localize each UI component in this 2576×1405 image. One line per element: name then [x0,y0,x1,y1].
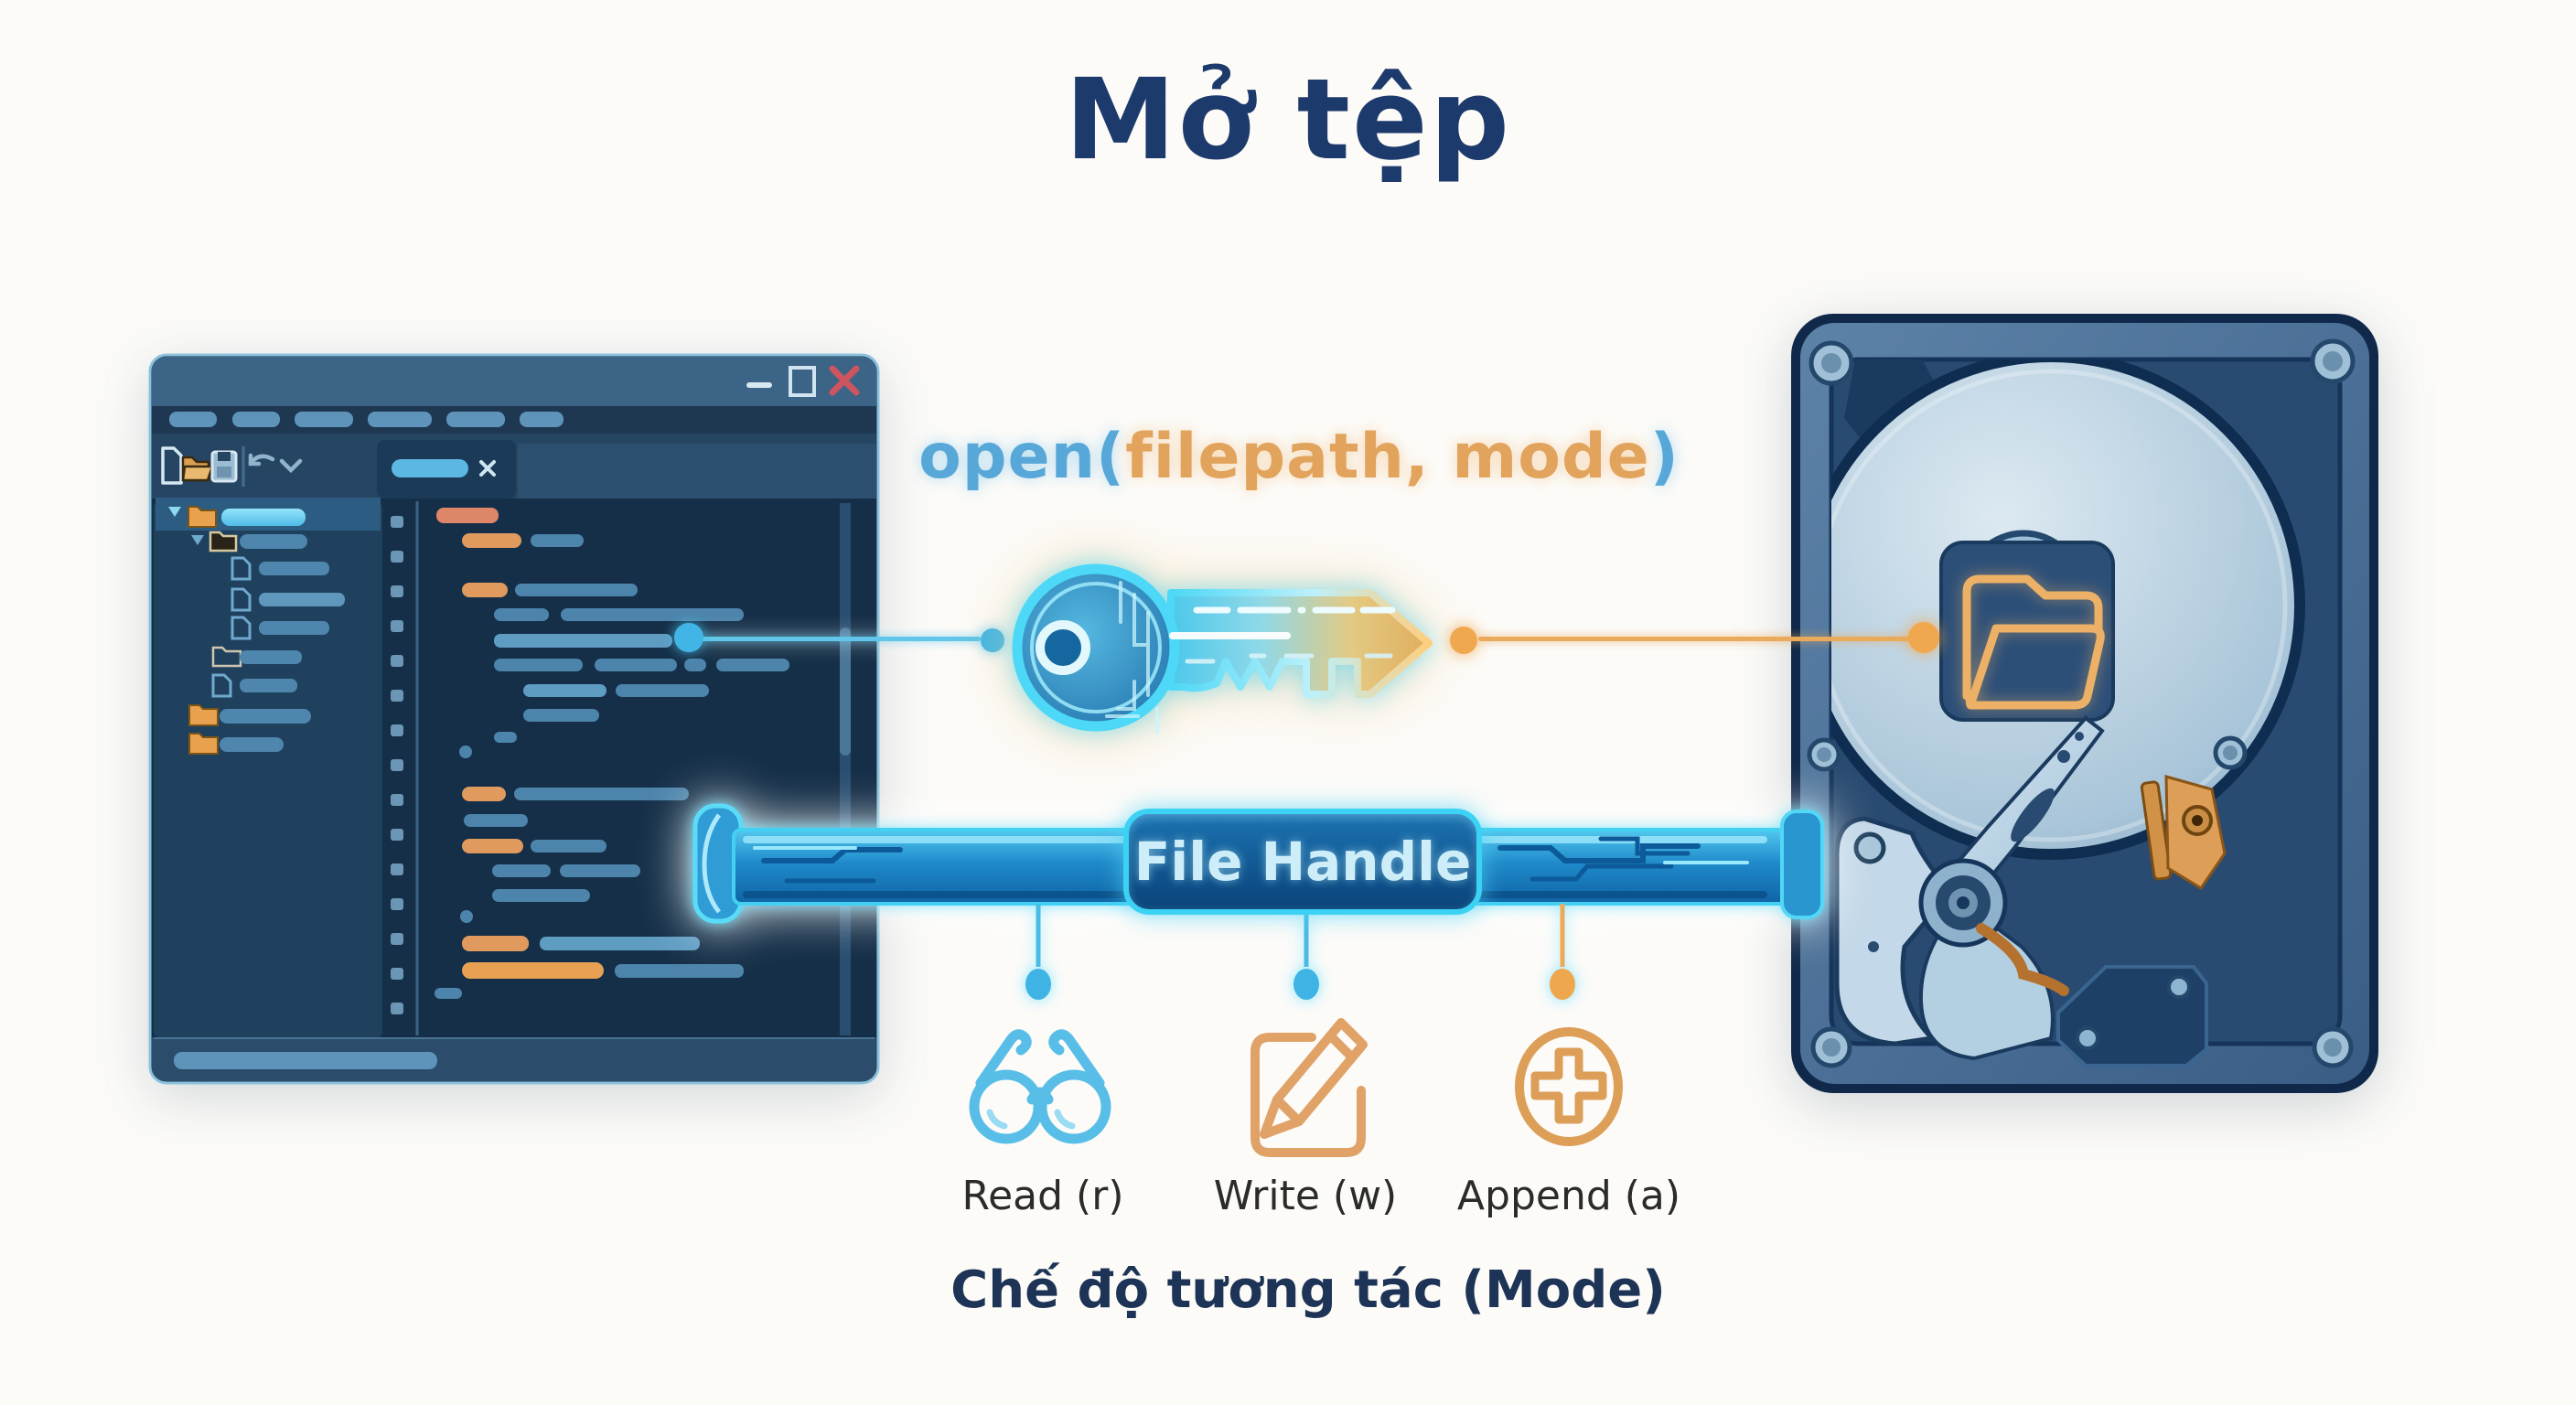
file-handle-text: File Handle [1133,831,1472,893]
chevron-down-icon [191,535,204,545]
tree-row [231,587,345,612]
screws [1807,338,2356,1068]
undo-icon [248,453,275,467]
glasses-icon [969,1029,1111,1144]
maximize-icon [789,366,816,397]
mode-label-append: Append (a) [1456,1173,1681,1219]
hard-disk-drive [1791,314,2378,1093]
folder-icon [188,733,219,755]
write-connector-dot [1293,969,1319,1000]
key-shaft-dashes-lower [1185,653,1393,664]
code-lines [435,508,789,999]
head-latch [2140,775,2227,891]
file-icon [231,587,252,612]
flex-cable [1976,923,2069,996]
hdd-hex-plate [2056,965,2208,1067]
file-handle-label: File Handle [1123,809,1482,915]
mode-caption: Chế độ tương tác (Mode) [950,1260,1666,1320]
editor-to-key-line [701,637,981,641]
tab-close-icon [479,460,496,477]
tab-strip [518,444,876,499]
tree-row-selected [156,498,381,531]
disk-endpoint-dot [1908,622,1939,653]
line-number-gutter [391,516,403,1014]
minimize-icon [746,382,772,388]
close-icon [829,365,860,396]
tree-row [211,673,297,698]
tree-row [191,531,307,552]
open-arguments: filepath, mode [1125,421,1650,493]
key-left-dot [981,628,1004,652]
tree-row [231,556,329,581]
editor-tab [377,440,516,499]
close-paren: ) [1649,421,1680,493]
tree-row [188,733,284,755]
menu-bar [152,406,876,434]
status-bar [152,1037,876,1081]
file-icon [231,616,252,640]
open-call-text: open(filepath, mode) [906,421,1692,493]
append-connector-dot [1550,969,1575,1000]
open-folder-icon [181,456,214,482]
plus-circle-icon [1515,1027,1623,1146]
mode-connectors [1025,904,1575,1000]
keyhole [1036,620,1090,675]
toolbar [152,434,876,499]
pencil-square-icon [1250,1018,1368,1157]
key-circuit-lines [1105,581,1159,735]
page-title: Mở tệp [1064,55,1512,185]
key-to-disk-line [1478,637,1919,641]
pipe-collar [1780,810,1824,919]
stored-file-tile [1939,541,2115,722]
file-icon [211,673,232,698]
folder-icon [188,506,217,528]
open-folder-icon [209,531,238,552]
editor-endpoint-dot [674,623,703,652]
actuator-arm [1834,715,2105,1061]
folder-outline-icon [211,646,242,668]
tree-row [211,646,302,668]
key-shaft [1167,589,1433,698]
mode-label-write: Write (w) [1213,1173,1398,1219]
save-icon [210,450,238,483]
folder-icon [1962,574,2105,710]
read-connector-dot [1025,969,1051,1000]
tree-row [231,616,329,640]
file-tree-panel [154,498,382,1037]
key-illustration [1012,563,1433,735]
folder-icon [188,704,219,726]
window-titlebar [152,357,876,406]
circuit-traces [753,836,1749,884]
chevron-down-icon [168,507,181,517]
mode-label-read: Read (r) [961,1173,1124,1219]
new-file-icon [161,446,183,485]
open-function-name: open [918,421,1097,493]
tree-row [188,704,311,726]
code-editor-window [148,353,880,1085]
key-right-dot [1450,627,1477,654]
open-paren: ( [1096,421,1126,493]
file-icon [231,556,252,581]
chevron-down-icon [279,458,303,474]
